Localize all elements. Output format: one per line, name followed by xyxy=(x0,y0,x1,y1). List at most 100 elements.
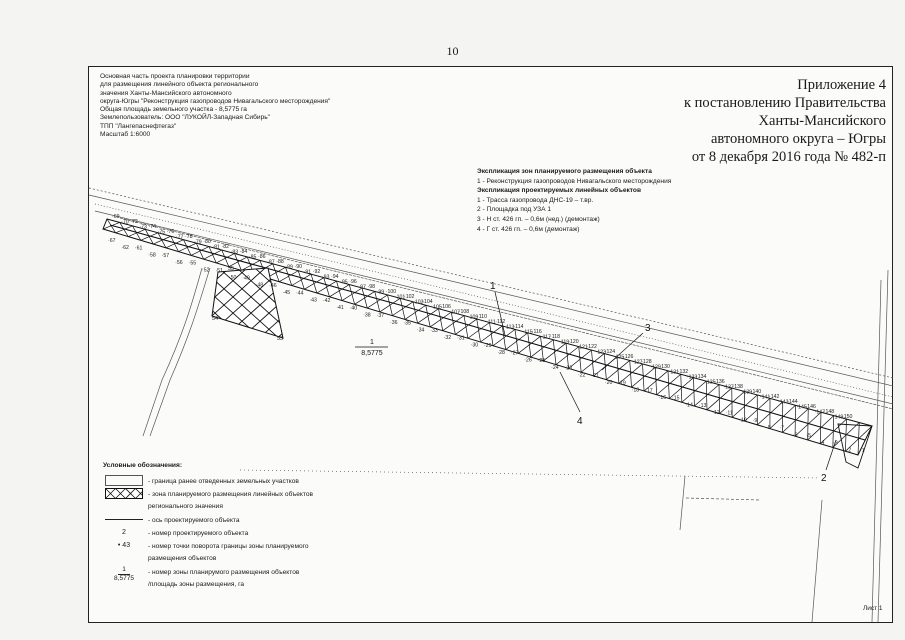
turn-point-label: ·77 xyxy=(176,235,184,241)
turn-point-label: ·46 xyxy=(269,283,277,289)
legend-text: регионального значения xyxy=(148,503,223,510)
site-point-labels: 54 53 55 xyxy=(212,266,283,342)
turn-point-label: ·38 xyxy=(363,312,371,318)
appendix-line: автономного округа – Югры xyxy=(710,131,886,147)
hatch-symbol xyxy=(105,488,143,499)
turn-point-label: ·143 xyxy=(778,400,788,406)
zone-hatch-line xyxy=(794,411,822,437)
zone-hatch-line xyxy=(190,246,210,256)
turn-point-label: ·125 xyxy=(614,355,624,361)
turn-point-label: ·82 xyxy=(222,244,230,250)
turn-point-label: ·49 xyxy=(242,276,250,282)
site-hatch-line xyxy=(212,268,257,338)
turn-point-label: ·42 xyxy=(323,298,331,304)
zone-hatch-line xyxy=(505,332,528,350)
zone-hatch-line xyxy=(417,308,439,324)
page-number: 10 xyxy=(446,44,459,58)
zone-hatch-line xyxy=(782,408,809,433)
turn-point-label: ·150 xyxy=(842,414,852,420)
turn-point-label: ·132 xyxy=(678,369,688,375)
site-hatch-line xyxy=(212,268,221,338)
turn-point-label: ·51 xyxy=(215,268,223,274)
header-line: Землепользователь: ООО "ЛУКОЙЛ-Западная … xyxy=(100,114,271,122)
zone-hatch-line xyxy=(467,322,490,339)
zone-hatch-line xyxy=(744,398,771,422)
zone-label: 1 8,5775 xyxy=(355,339,388,357)
turn-point-label: ·98 xyxy=(368,284,376,290)
legend-text: - номер зоны планирумого размещения объе… xyxy=(148,569,300,576)
site-polygon xyxy=(211,267,284,339)
turn-point-label: ·89 xyxy=(285,265,293,271)
zone-hatch-line xyxy=(329,284,350,298)
turn-point-label: ·28 xyxy=(497,350,505,356)
zone-hatch-line xyxy=(580,353,605,373)
point-labels: ·69·70·72·73·74·75·76·77·78·79·80·81·82·… xyxy=(108,214,865,454)
site-hatch-line xyxy=(212,268,239,338)
turn-point-label: ·67 xyxy=(108,238,116,244)
header-line: ТПП "Лангепаснефтегаз" xyxy=(100,122,177,130)
turn-point-label: ·10 xyxy=(739,417,747,423)
zone-hatch-line xyxy=(757,401,783,426)
zone-hatch-line xyxy=(530,339,554,358)
zone-area: 8,5775 xyxy=(361,350,383,357)
zone-hatch-line xyxy=(203,249,222,260)
turn-point-label: ·84 xyxy=(240,249,248,255)
turn-point-label: ·88 xyxy=(276,259,284,265)
callouts: 1 3 4 2 xyxy=(490,281,837,484)
zone-hatch-line xyxy=(568,349,592,369)
site-hatch-line xyxy=(263,268,283,338)
turn-point-label: ·123 xyxy=(596,350,606,356)
linear-item: 2 - Площадка под УЗА 1 xyxy=(477,206,552,214)
site-point-label: 55 xyxy=(228,266,234,272)
turn-point-label: ·114 xyxy=(514,324,524,330)
turn-point-label: ·55 xyxy=(189,261,197,267)
project-header: Основная часть проекта планировки террит… xyxy=(100,73,430,139)
turn-point-label: ·120 xyxy=(568,339,578,345)
turn-point-label: ·34 xyxy=(417,327,425,333)
legend-title: Условные обозначения: xyxy=(103,462,183,469)
zone-hatch-line xyxy=(128,229,146,237)
legend-item-boundary: - граница ранее отведенных земельных уча… xyxy=(103,475,433,488)
turn-point-label: ·99 xyxy=(377,290,385,296)
turn-point-label: ·1 xyxy=(860,448,865,454)
object-number-symbol: 2 xyxy=(122,529,126,536)
turn-point-label: ·72 xyxy=(130,219,138,225)
turn-point-label: ·2 xyxy=(847,447,852,453)
legend-text: - ось проектируемого объекта xyxy=(148,517,240,524)
zone-hatch-line xyxy=(316,280,337,294)
turn-point-label: ·62 xyxy=(121,245,129,251)
turn-point-label: ·139 xyxy=(742,390,752,396)
turn-point-label: ·78 xyxy=(185,234,193,240)
zone-hatch-line xyxy=(518,336,541,354)
turn-point-label: ·111 xyxy=(486,320,496,326)
zone-hatch-line xyxy=(404,304,426,320)
header-line: Общая площадь земельного участка - 8,577… xyxy=(100,106,247,114)
turn-point-label: ·61 xyxy=(135,246,143,252)
turn-point-label: ·105 xyxy=(431,305,441,311)
legend: Условные обозначения: - граница ранее от… xyxy=(103,462,433,592)
turn-point-label: ·80 xyxy=(203,239,211,245)
appendix-line: от 8 декабря 2016 года № 482-п xyxy=(691,149,886,165)
turn-point-label: ·147 xyxy=(815,410,825,416)
turn-point-label: ·117 xyxy=(541,335,551,341)
zone-hatch-line xyxy=(140,232,159,241)
turn-point-label: ·110 xyxy=(477,314,487,320)
axis-line-symbol xyxy=(105,519,143,520)
turn-point-label: ·17 xyxy=(645,388,653,394)
turn-point-label: ·135 xyxy=(705,380,715,386)
zone-hatch-line xyxy=(278,270,299,283)
turn-point-label: ·7 xyxy=(779,426,784,432)
turn-point-label: ·43 xyxy=(309,297,317,303)
zone-hatch-line xyxy=(719,391,745,414)
turn-point-label: ·93 xyxy=(322,275,330,281)
zone-hatch-line xyxy=(354,291,375,305)
site-point-label: 53 xyxy=(277,336,283,342)
linear-item: 3 - Н ст. 426 гп. – 0,6м (нед.) (демонта… xyxy=(477,215,600,223)
zone-hatch-line xyxy=(392,301,414,316)
zone-hatch-line xyxy=(304,277,324,290)
turn-point-label: ·97 xyxy=(358,285,366,291)
legend-text: размещения объектов xyxy=(148,555,217,562)
turn-point-label: ·50 xyxy=(229,275,237,281)
turn-point-label: ·16 xyxy=(659,395,667,401)
turn-point-label: ·5 xyxy=(806,433,811,439)
